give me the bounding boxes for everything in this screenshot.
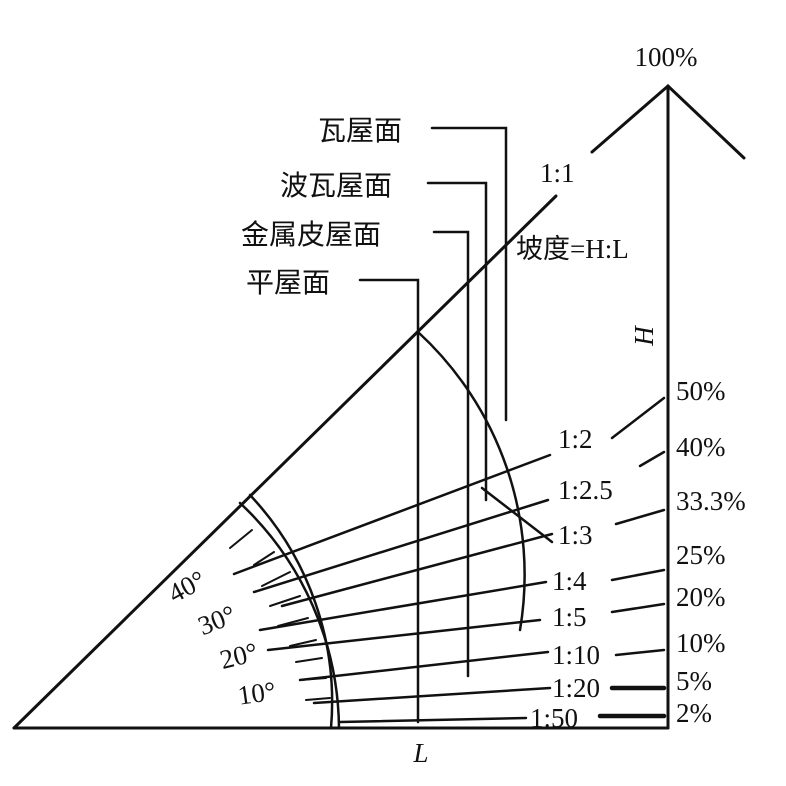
ray-1-50	[338, 716, 528, 724]
ratio-label-1-3: 1:3	[558, 520, 593, 550]
labels: 100% 1:1 坡度=H:L H L 瓦屋面 波瓦屋面 金属皮屋面 平屋面 1…	[163, 42, 746, 768]
leader-corrugated	[426, 181, 488, 502]
ratio-label-1-5: 1:5	[552, 602, 587, 632]
tick	[295, 657, 323, 663]
ratio-1-1-label: 1:1	[540, 158, 575, 188]
tick	[277, 617, 309, 627]
ray-1-2	[232, 453, 552, 576]
leader-metal	[432, 230, 470, 678]
percent-label-10: 10%	[676, 628, 726, 658]
percent-label-50: 50%	[676, 376, 726, 406]
angle-label-30: 30°	[194, 599, 240, 641]
tick	[299, 677, 327, 681]
percent-leader	[614, 648, 666, 657]
percent-leader	[614, 508, 666, 526]
leader-flat	[358, 278, 420, 724]
range-arc	[416, 330, 526, 632]
percent-label-20: 20%	[676, 582, 726, 612]
ratio-label-1-4: 1:4	[552, 566, 587, 596]
tick	[261, 571, 291, 587]
roof-label-tile: 瓦屋面	[318, 116, 402, 147]
range-arc-inner-end	[480, 486, 554, 544]
percent-leader	[610, 396, 666, 440]
leader-tile	[430, 126, 508, 422]
h-axis-label: H	[629, 325, 659, 347]
percent-leader	[610, 568, 666, 582]
percent-leader	[610, 602, 666, 614]
angle-label-10: 10°	[236, 676, 278, 711]
roof-label-flat: 平屋面	[246, 268, 330, 299]
percent-label-25: 25%	[676, 540, 726, 570]
slope-rays	[232, 453, 554, 724]
ray-1-4	[258, 580, 548, 632]
l-axis-label: L	[412, 738, 428, 768]
angle-ticks	[229, 529, 331, 701]
ratio-label-1-2-5: 1:2.5	[558, 475, 613, 505]
ratio-label-1-50: 1:50	[530, 703, 578, 733]
diagonal-1-1-line	[12, 194, 558, 730]
roof-label-corrugated: 波瓦屋面	[280, 170, 392, 202]
percent-label-40: 40%	[676, 432, 726, 462]
ratio-label-1-20: 1:20	[552, 673, 600, 703]
ratio-label-1-2: 1:2	[558, 424, 593, 454]
arrow-head-icon	[590, 83, 746, 160]
ratio-label-1-10: 1:10	[552, 640, 600, 670]
angle-arc-outer	[238, 501, 341, 730]
tick	[253, 551, 275, 566]
percent-label-33-3: 33.3%	[676, 486, 746, 516]
percent-leader	[638, 450, 666, 468]
percent-label-2: 2%	[676, 698, 712, 728]
peak-label: 100%	[635, 42, 698, 72]
tick	[289, 639, 317, 647]
tick	[305, 697, 331, 701]
tick	[229, 529, 253, 549]
ray-1-5	[266, 618, 542, 652]
ray-1-20	[312, 686, 552, 705]
ray-1-2-5	[252, 498, 550, 594]
angle-label-20: 20°	[217, 637, 261, 675]
roof-leaders	[358, 126, 508, 724]
angle-label-40: 40°	[163, 564, 210, 608]
roof-label-metal: 金属皮屋面	[241, 219, 381, 251]
angle-arc-inner	[248, 493, 334, 730]
tick	[269, 595, 301, 607]
formula-label: 坡度=H:L	[516, 234, 629, 264]
percent-label-5: 5%	[676, 666, 712, 696]
percent-leaders	[597, 396, 667, 719]
ray-1-10	[298, 650, 550, 682]
